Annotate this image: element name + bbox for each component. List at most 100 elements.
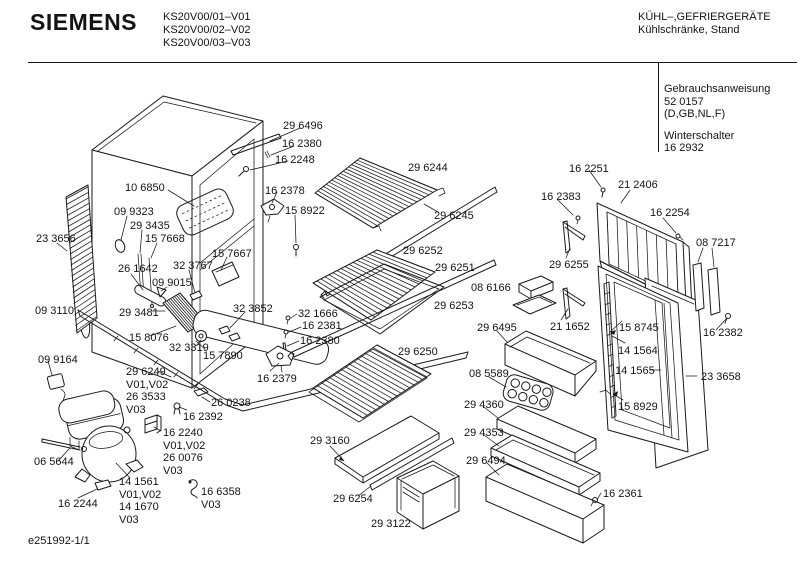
manual-languages: (D,GB,NL,F) bbox=[664, 108, 726, 120]
part-label: 23 3658 bbox=[701, 371, 741, 383]
part-label: 32 1666 bbox=[298, 308, 338, 320]
door-bin-bottom bbox=[485, 463, 605, 544]
category-line: KÜHL–,GEFRIERGERÄTE bbox=[638, 11, 771, 23]
thermostat-knob bbox=[156, 286, 167, 298]
door-bin-top bbox=[504, 330, 597, 397]
clip-26-0238 bbox=[193, 387, 209, 397]
part-label: 16 2381 bbox=[302, 320, 342, 332]
vent-grille bbox=[176, 188, 234, 236]
leader-lines bbox=[47, 127, 727, 501]
part-label: 06 5644 bbox=[34, 456, 74, 468]
part-label: 21 2406 bbox=[618, 179, 658, 191]
part-label: 15 8922 bbox=[285, 205, 325, 217]
part-label: 15 8076 bbox=[129, 332, 169, 344]
part-label: 16 2383 bbox=[541, 191, 581, 203]
part-label: 29 6249 V01,V02 26 3533 V03 bbox=[126, 366, 169, 416]
shelf-rail-bottom bbox=[369, 437, 455, 491]
part-label: 08 6166 bbox=[471, 282, 511, 294]
part-label: 16 6358 V03 bbox=[201, 486, 241, 511]
header-divider bbox=[28, 62, 797, 63]
part-label: 26 0238 bbox=[211, 397, 251, 409]
screw-15-8922 bbox=[293, 244, 299, 257]
part-label: 29 6255 bbox=[549, 259, 589, 271]
part-label: 09 3110 bbox=[35, 305, 74, 317]
screw-16-2361 bbox=[590, 497, 598, 507]
part-label: 16 2382 bbox=[703, 327, 743, 339]
screw-32-1666 bbox=[285, 315, 291, 325]
part-label: 32 3767 bbox=[173, 260, 213, 272]
model-numbers: KS20V00/01–V01 KS20V00/02–V02 KS20V00/03… bbox=[163, 11, 250, 50]
top-trim-strip bbox=[230, 133, 282, 159]
part-label: 29 4353 bbox=[464, 427, 504, 439]
part-label: 09 9323 bbox=[114, 206, 154, 218]
part-label: 29 6251 bbox=[435, 262, 475, 274]
part-label: 26 1642 bbox=[118, 263, 158, 275]
winter-switch-label: Winterschalter bbox=[664, 129, 735, 142]
category-line: Kühlschränke, Stand bbox=[638, 24, 740, 36]
part-label: 08 5589 bbox=[469, 368, 509, 380]
top-hinge-bracket bbox=[260, 198, 285, 223]
manual-number: 52 0157 bbox=[664, 95, 704, 108]
info-box: Gebrauchsanweisung 52 0157 (D,GB,NL,F) W… bbox=[664, 83, 770, 155]
part-label: 14 1565 bbox=[615, 365, 655, 377]
compressor bbox=[74, 425, 144, 491]
part-label: 32 3852 bbox=[233, 303, 273, 315]
part-label: 29 6494 bbox=[466, 455, 506, 467]
screw-16-2248 bbox=[238, 166, 249, 177]
model-number: KS20V00/02–V02 bbox=[163, 24, 251, 36]
part-label: 15 8745 bbox=[619, 322, 659, 334]
part-label: 16 2379 bbox=[257, 373, 297, 385]
part-label: 15 7890 bbox=[203, 350, 243, 362]
manual-label: Gebrauchsanweisung bbox=[664, 83, 771, 95]
screw-16-2381 bbox=[283, 329, 289, 339]
bottom-hinge-bracket bbox=[265, 345, 295, 373]
compressor-grommet bbox=[94, 479, 112, 491]
grommet bbox=[114, 239, 126, 253]
screw-16-2392 bbox=[173, 402, 181, 415]
cable-16-6358 bbox=[188, 479, 198, 499]
part-label: 16 2251 bbox=[569, 163, 609, 175]
part-label: 16 2254 bbox=[650, 207, 690, 219]
part-label: 16 2240 V01,V02 26 0076 V03 bbox=[163, 427, 206, 477]
part-label: 29 3122 bbox=[371, 518, 411, 530]
gasket-corner-upper bbox=[562, 220, 586, 254]
part-label: 14 1561 V01,V02 14 1670 V03 bbox=[119, 476, 162, 526]
brand-logo: SIEMENS bbox=[30, 9, 138, 35]
screw-16-2383 bbox=[575, 215, 581, 225]
part-label: 14 1564 bbox=[618, 345, 658, 357]
screw-16-2382 bbox=[724, 313, 731, 324]
part-label: 29 3481 bbox=[119, 307, 159, 319]
egg-tray bbox=[502, 374, 554, 411]
wire-shelf-lower bbox=[308, 344, 432, 423]
part-label: 29 6496 bbox=[283, 120, 323, 132]
crisper-drawer bbox=[396, 460, 460, 530]
fridge-door-liner bbox=[597, 265, 689, 453]
gasket-corner-lower bbox=[562, 287, 586, 320]
part-label: 29 6250 bbox=[398, 346, 438, 358]
model-number: KS20V00/03–V03 bbox=[163, 37, 251, 49]
door-shelf-tray bbox=[496, 405, 597, 464]
part-label: 29 4360 bbox=[464, 399, 504, 411]
part-label: 16 2248 bbox=[275, 154, 315, 166]
part-label: 09 9015 bbox=[152, 277, 192, 289]
part-label: 21 1652 bbox=[550, 321, 590, 333]
part-label: 29 3160 bbox=[310, 435, 350, 447]
part-label: 15 7667 bbox=[212, 248, 252, 260]
part-label: 32 3319 bbox=[169, 342, 209, 354]
part-label: 09 9164 bbox=[38, 354, 78, 366]
part-label: 29 6245 bbox=[434, 210, 474, 222]
door-stop-hook bbox=[599, 389, 611, 395]
document-number: e251992-1/1 bbox=[28, 535, 90, 547]
switch-housing bbox=[512, 275, 557, 315]
part-label: 16 2361 bbox=[603, 488, 643, 500]
glass-plate bbox=[334, 415, 440, 484]
wire-shelf-middle bbox=[312, 249, 445, 335]
condenser-panel bbox=[65, 184, 98, 334]
part-label: 29 6253 bbox=[434, 300, 474, 312]
part-label: 16 2380 bbox=[300, 335, 340, 347]
starter-relay bbox=[144, 414, 162, 434]
part-label: 29 3435 bbox=[130, 220, 170, 232]
part-label: 16 2378 bbox=[265, 185, 305, 197]
